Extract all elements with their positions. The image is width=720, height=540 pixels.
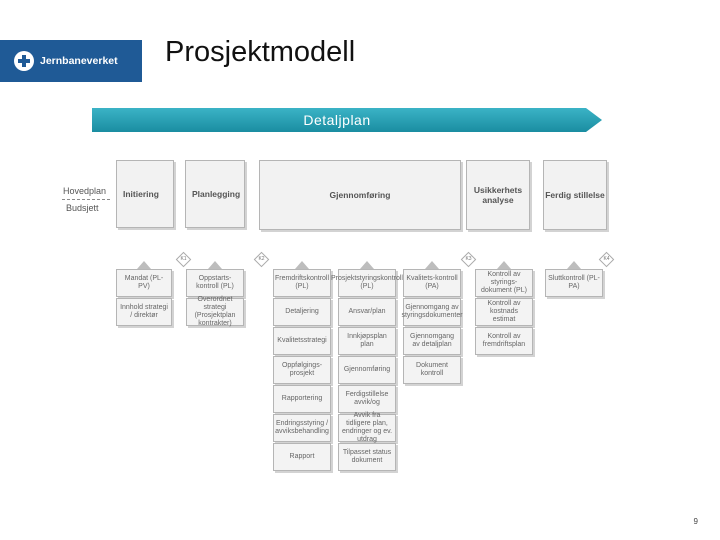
side-label-top: Hovedplan xyxy=(63,186,107,196)
task-box: Mandat (PL-PV) xyxy=(116,269,172,297)
column-pointer xyxy=(137,261,151,269)
task-box: Detaljering xyxy=(273,298,331,326)
side-divider xyxy=(62,199,110,200)
phase-header: Initiering xyxy=(116,160,174,228)
task-box: Ansvar/plan xyxy=(338,298,396,326)
task-box: Dokument kontroll xyxy=(403,356,461,384)
task-box: Rapport xyxy=(273,443,331,471)
phase-header: Gjennomføring xyxy=(259,160,461,230)
task-box: Innkjøpsplan plan xyxy=(338,327,396,355)
task-box: Kontroll av kostnads estimat xyxy=(475,298,533,326)
milestone-label: K2 xyxy=(258,256,265,262)
task-box: Kontroll av fremdriftsplan xyxy=(475,327,533,355)
task-box: Gjennomføring xyxy=(338,356,396,384)
column-pointer xyxy=(295,261,309,269)
task-box: Tilpasset status dokument xyxy=(338,443,396,471)
task-box: Rapportering xyxy=(273,385,331,413)
column-pointer xyxy=(497,261,511,269)
task-box: Gjennomgang av detaljplan xyxy=(403,327,461,355)
task-box: Ferdigstillelse avvik/og xyxy=(338,385,396,413)
phase-header: Planlegging xyxy=(185,160,245,228)
task-box: Oppstarts-kontroll (PL) xyxy=(186,269,244,297)
milestone-label: K3 xyxy=(465,256,472,262)
task-box: Overordnet strategi (Prosjektplan kontra… xyxy=(186,296,244,327)
task-box: Avvik fra tidligere plan, endringer og e… xyxy=(338,412,396,443)
phase-header: Usikkerhets analyse xyxy=(466,160,530,230)
task-box: Innhold strategi / direktør xyxy=(116,298,172,326)
banner-label: Detaljplan xyxy=(303,112,371,128)
column-pointer xyxy=(208,261,222,269)
task-box: Fremdriftskontroll (PL) xyxy=(273,269,331,297)
task-box: Kvalitetsstrategi xyxy=(273,327,331,355)
milestone-marker: K2 xyxy=(253,251,270,268)
column-pointer xyxy=(567,261,581,269)
column-pointer xyxy=(360,261,374,269)
task-box: Kvalitets-kontroll (PA) xyxy=(403,269,461,297)
task-box: Sluttkontroll (PL-PA) xyxy=(545,269,603,297)
phase-header: Ferdig stillelse xyxy=(543,160,607,230)
task-box: Kontroll av styrings-dokument (PL) xyxy=(475,269,533,297)
milestone-marker: K1 xyxy=(175,251,192,268)
task-box: Prosjektstyringskontroll (PL) xyxy=(331,269,403,297)
logo-mark-icon xyxy=(14,51,34,71)
milestone-label: K1 xyxy=(180,256,187,262)
milestone-label: K4 xyxy=(603,256,610,262)
column-pointer xyxy=(425,261,439,269)
logo-text: Jernbaneverket xyxy=(40,55,118,67)
task-box: Endringsstyring / avviksbehandling xyxy=(273,414,331,442)
milestone-marker: K3 xyxy=(460,251,477,268)
milestone-marker: K4 xyxy=(598,251,615,268)
page-number: 9 xyxy=(693,517,698,526)
side-label-bottom: Budsjett xyxy=(66,203,99,213)
task-box: Oppfølgings-prosjekt xyxy=(273,356,331,384)
jernbaneverket-logo: Jernbaneverket xyxy=(0,40,142,82)
page-title: Prosjektmodell xyxy=(165,36,356,68)
task-box: Gjennomgang av styringsdokumenter xyxy=(401,298,463,326)
banner-arrow xyxy=(92,108,602,132)
